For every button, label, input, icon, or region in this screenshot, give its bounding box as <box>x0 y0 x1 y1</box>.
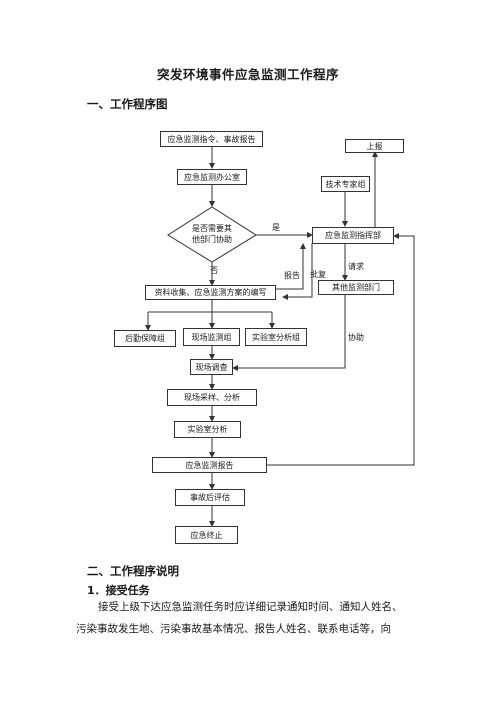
node-other-depts: 其他监测部门 <box>318 280 394 295</box>
node-lab-team: 实验室分析组 <box>245 328 307 346</box>
node-collect-plan: 资料收集、应急监测方案的编写 <box>145 285 276 300</box>
body-text-line: 接受上级下达应急监测任务时应详细记录通知时间、通知人姓名、 <box>98 601 403 613</box>
document-title: 突发环境事件应急监测工作程序 <box>156 67 339 82</box>
subsection-heading-accept-task: 1．接受任务 <box>87 584 150 597</box>
node-logistics-group: 后勤保障组 <box>114 330 176 347</box>
node-post-evaluation: 事故后评估 <box>175 489 245 506</box>
section-heading-procedure-chart: 一、工作程序图 <box>87 97 168 111</box>
decision-line1: 是否需要其 <box>192 224 232 233</box>
node-field-survey: 现场调查 <box>190 359 233 375</box>
node-field-team: 现场监测组 <box>183 328 240 346</box>
node-lab-analysis: 实验室分析 <box>174 421 241 438</box>
edge-label-yes: 是 <box>272 223 280 232</box>
edge-label-request: 请求 <box>348 262 364 271</box>
node-report-up: 上报 <box>345 139 404 153</box>
body-text-line: 污染事故发生地、污染事故基本情况、报告人姓名、联系电话等，向 <box>76 623 391 635</box>
edge-label-report: 报告 <box>284 271 300 280</box>
edge-label-no: 否 <box>210 266 218 275</box>
node-emergency-end: 应急终止 <box>175 526 238 544</box>
node-command: 应急监测指令、事故报告 <box>160 131 263 147</box>
node-field-sampling: 现场采样、分析 <box>167 389 257 406</box>
section-heading-procedure-notes: 二、工作程序说明 <box>87 564 179 578</box>
edge-label-assist: 协助 <box>348 333 364 342</box>
node-office: 应急监测办公室 <box>177 169 247 185</box>
node-command-hq: 应急监测指挥部 <box>312 227 394 244</box>
node-expert-group: 技术专家组 <box>321 176 370 192</box>
node-decision: 是否需要其 他部门协助 <box>176 223 248 245</box>
decision-line2: 他部门协助 <box>192 235 232 244</box>
node-monitoring-report: 应急监测报告 <box>152 457 267 473</box>
edge-label-approve: 批复 <box>310 270 326 279</box>
